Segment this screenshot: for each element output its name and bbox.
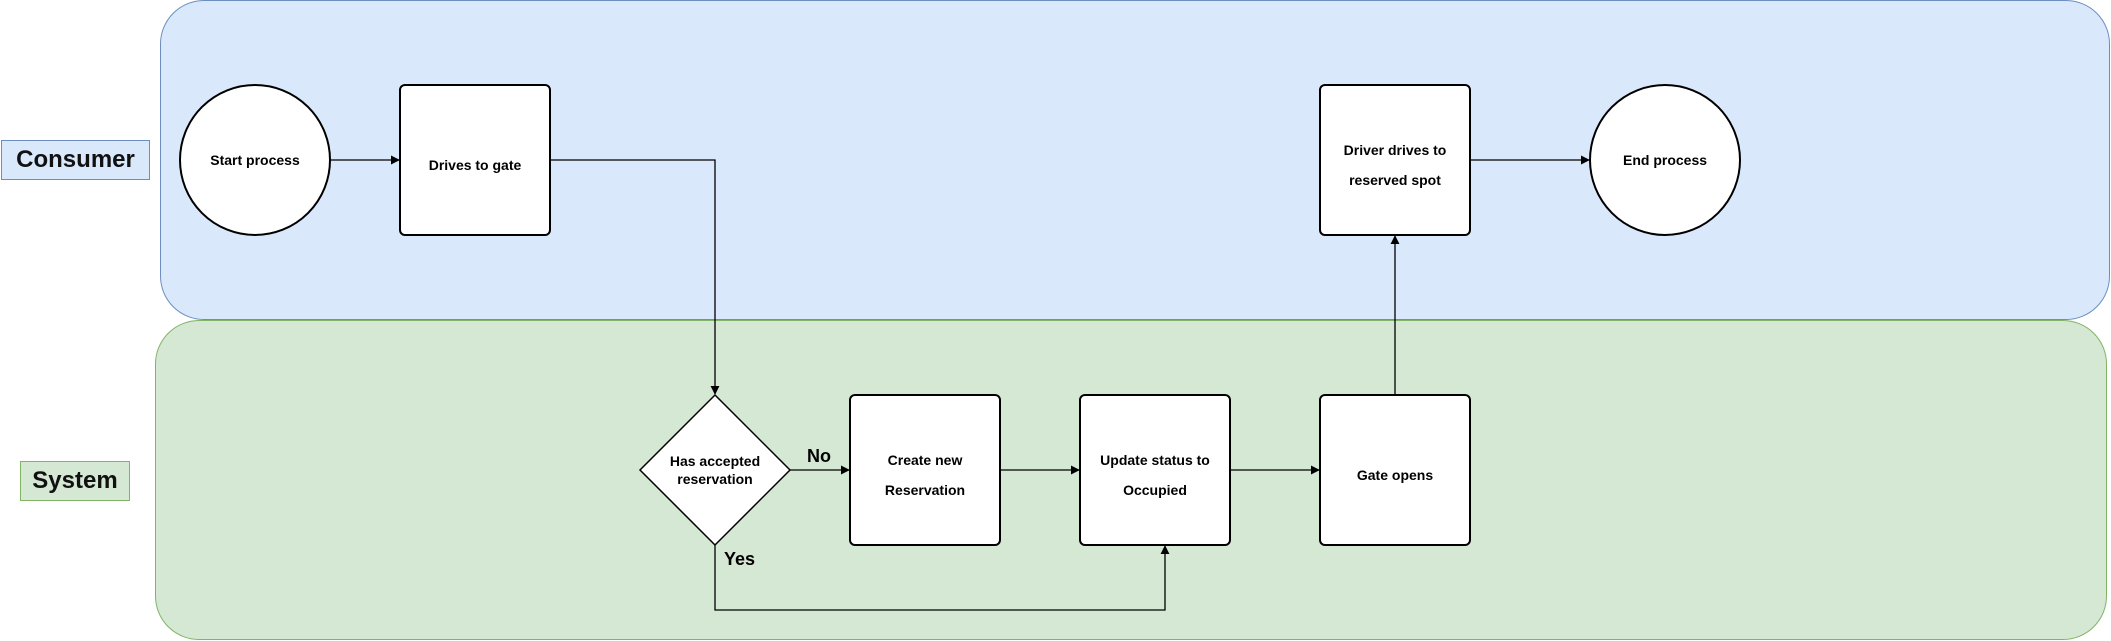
yes-edge-label: Yes: [724, 549, 755, 569]
decision-label-line1: Has accepted: [670, 453, 760, 469]
decision-label-line2: reservation: [677, 471, 752, 487]
system-lane-label: System: [20, 461, 130, 501]
drives-to-gate-label: Drives to gate: [429, 157, 522, 173]
end-node-label: End process: [1623, 152, 1707, 168]
create-new-reservation-label-line1: Create new: [888, 452, 963, 468]
create-new-reservation-node[interactable]: Create new Reservation: [849, 394, 1001, 546]
drives-to-gate-node[interactable]: Drives to gate: [399, 84, 551, 236]
has-accepted-reservation-decision[interactable]: Has accepted reservation: [638, 393, 792, 547]
no-edge-label: No: [807, 446, 831, 466]
update-status-label-line1: Update status to: [1100, 452, 1210, 468]
edges: [330, 155, 1590, 611]
end-node[interactable]: End process: [1589, 84, 1741, 236]
update-status-label-line2: Occupied: [1123, 482, 1187, 498]
edge-decision-yes-to-update: [714, 545, 1170, 611]
edge-drives-to-decision: [551, 159, 720, 395]
driver-drives-label-line2: reserved spot: [1349, 172, 1441, 188]
gate-opens-node[interactable]: Gate opens: [1319, 394, 1471, 546]
start-node[interactable]: Start process: [179, 84, 331, 236]
create-new-reservation-label-line2: Reservation: [885, 482, 965, 498]
driver-drives-label-line1: Driver drives to: [1344, 142, 1447, 158]
start-node-label: Start process: [210, 152, 300, 168]
update-status-node[interactable]: Update status to Occupied: [1079, 394, 1231, 546]
consumer-lane-label: Consumer: [1, 140, 150, 180]
gate-opens-label: Gate opens: [1357, 467, 1433, 483]
driver-drives-node[interactable]: Driver drives to reserved spot: [1319, 84, 1471, 236]
